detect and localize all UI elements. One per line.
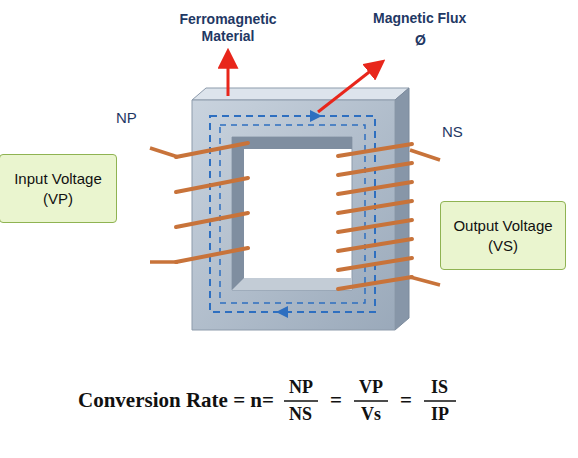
formula-equals: = xyxy=(330,388,342,413)
core-window-inner-face xyxy=(232,137,352,290)
core-top-face xyxy=(192,88,409,100)
output-voltage-box: Output Voltage (VS) xyxy=(440,201,566,270)
core-window-bottom-face xyxy=(232,278,352,290)
secondary-winding xyxy=(338,277,412,289)
turns-label: NP xyxy=(116,109,137,127)
fraction-bar xyxy=(354,400,388,402)
coil-lead xyxy=(150,148,178,157)
formula-text: Conversion Rate = n= xyxy=(78,388,274,413)
secondary-winding xyxy=(338,239,412,251)
pointer-arrow xyxy=(318,62,382,112)
fraction-denominator: Vs xyxy=(361,404,381,426)
fraction-denominator: IP xyxy=(431,404,449,426)
fraction-bar xyxy=(424,400,456,402)
coil-lead xyxy=(410,150,440,160)
secondary-winding xyxy=(338,163,412,175)
fraction-numerator: VP xyxy=(359,377,383,399)
secondary-winding xyxy=(338,258,412,270)
core-side-face xyxy=(395,88,409,330)
primary-winding xyxy=(176,248,248,262)
voltage-label: Output Voltage (VS) xyxy=(441,216,565,255)
fraction-bar xyxy=(284,400,318,402)
voltage-label: Input Voltage (VP) xyxy=(0,169,116,208)
coil-lead xyxy=(410,277,440,285)
primary-winding xyxy=(176,213,248,227)
fraction-numerator: IS xyxy=(431,377,448,399)
core-front-face xyxy=(192,100,395,330)
secondary-winding xyxy=(338,182,412,194)
part-label: Magnetic Flux xyxy=(373,10,466,27)
pointer-arrow xyxy=(227,52,230,96)
part-label: Ferromagnetic Material xyxy=(168,11,288,45)
fraction-numerator: NP xyxy=(289,377,313,399)
coil-lead xyxy=(150,260,178,264)
primary-winding xyxy=(176,143,248,157)
primary-winding xyxy=(176,178,248,192)
secondary-winding xyxy=(338,144,412,156)
coil-windings xyxy=(150,143,440,289)
fraction-denominator: NS xyxy=(289,404,312,426)
formula-equals: = xyxy=(400,388,412,413)
flux-symbol: Ø xyxy=(415,32,426,49)
input-voltage-box: Input Voltage (VP) xyxy=(0,154,117,223)
turns-label: NS xyxy=(442,123,463,141)
secondary-winding xyxy=(338,220,412,232)
secondary-winding xyxy=(338,201,412,213)
flux-arrowhead xyxy=(276,306,288,318)
